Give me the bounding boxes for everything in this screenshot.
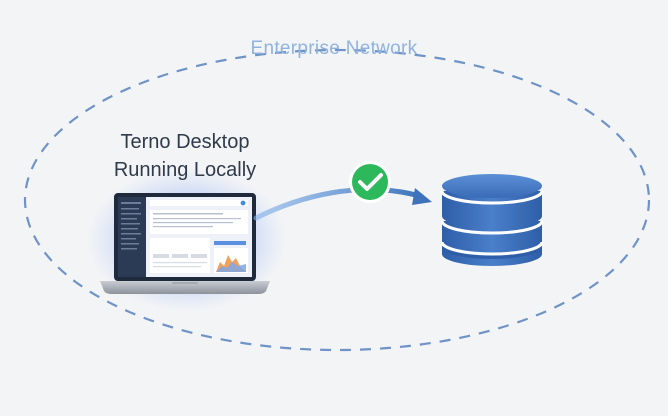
connection-arrow [253, 187, 423, 221]
check-circle-icon [349, 161, 391, 203]
database-icon [440, 174, 544, 266]
network-title: Enterprise Network [250, 38, 418, 59]
network-boundary [23, 48, 651, 352]
laptop-icon [100, 193, 270, 294]
client-label-line-1: Terno Desktop [120, 131, 250, 153]
client-label: Terno Desktop Running Locally [96, 128, 274, 184]
client-label-line-2: Running Locally [113, 159, 257, 181]
arrow-head [412, 188, 432, 205]
